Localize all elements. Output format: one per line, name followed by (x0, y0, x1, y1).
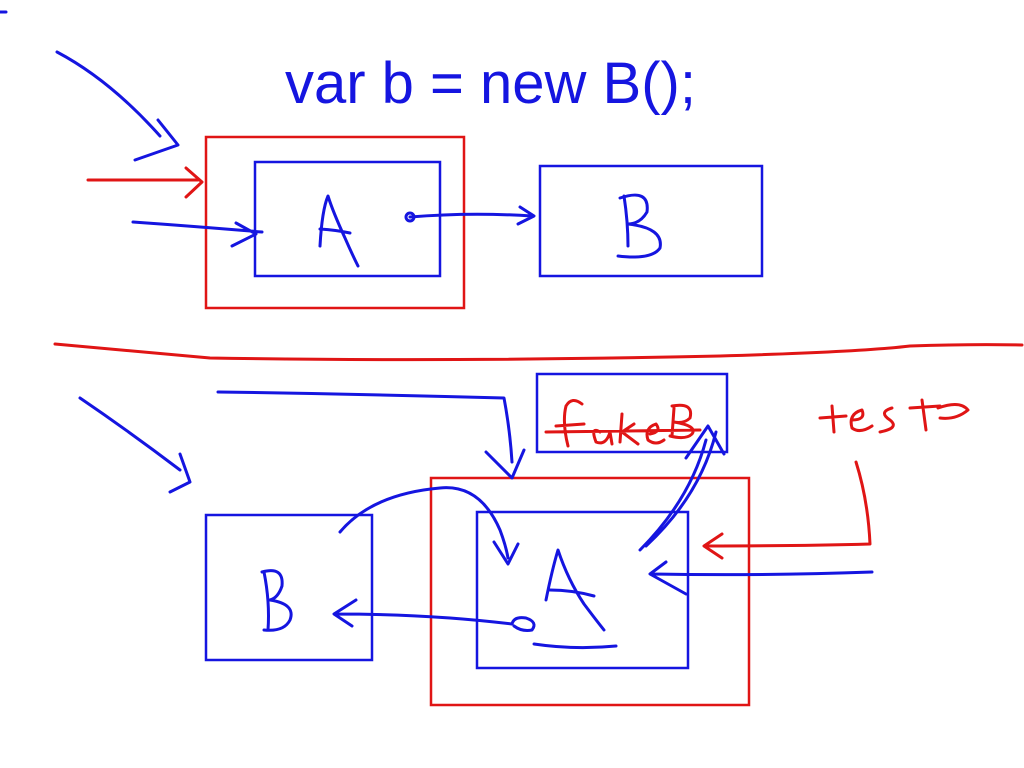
test-handwriting (818, 398, 970, 434)
bottom-pointer-dot (510, 616, 536, 632)
bottom-pointer-arrow (332, 598, 514, 628)
top-letter-b-stroke (616, 193, 662, 259)
top-incoming-arrow-1 (55, 50, 180, 162)
test-arrow (702, 460, 872, 560)
top-pointer-arrow (408, 205, 536, 226)
bottom-curve-arrow (338, 486, 520, 566)
fake-b-handwriting (544, 399, 702, 448)
bottom-arrow-from-left (216, 390, 526, 480)
top-incoming-arrow-2 (131, 220, 264, 248)
top-incoming-arrow-red (86, 166, 204, 199)
code-title: var b = new B(); (285, 51, 696, 116)
bottom-diagram (78, 372, 970, 707)
top-diagram (55, 50, 764, 310)
bottom-outer-container (429, 476, 751, 707)
top-letter-a-stroke (318, 194, 360, 268)
bottom-letter-b-stroke (260, 569, 293, 632)
bottom-object-a-box (475, 510, 690, 670)
fake-b-box (535, 372, 729, 454)
bottom-right-incoming-arrow (648, 560, 874, 596)
section-divider (53, 342, 1024, 362)
top-outer-container (204, 135, 466, 310)
bottom-object-b-box (204, 513, 374, 662)
top-object-b-box (538, 164, 764, 278)
bottom-letter-a-stroke (532, 548, 618, 650)
top-object-a-box (253, 160, 442, 278)
bottom-arrow-to-fakeb (638, 424, 726, 552)
bottom-incoming-arrow (78, 396, 192, 494)
